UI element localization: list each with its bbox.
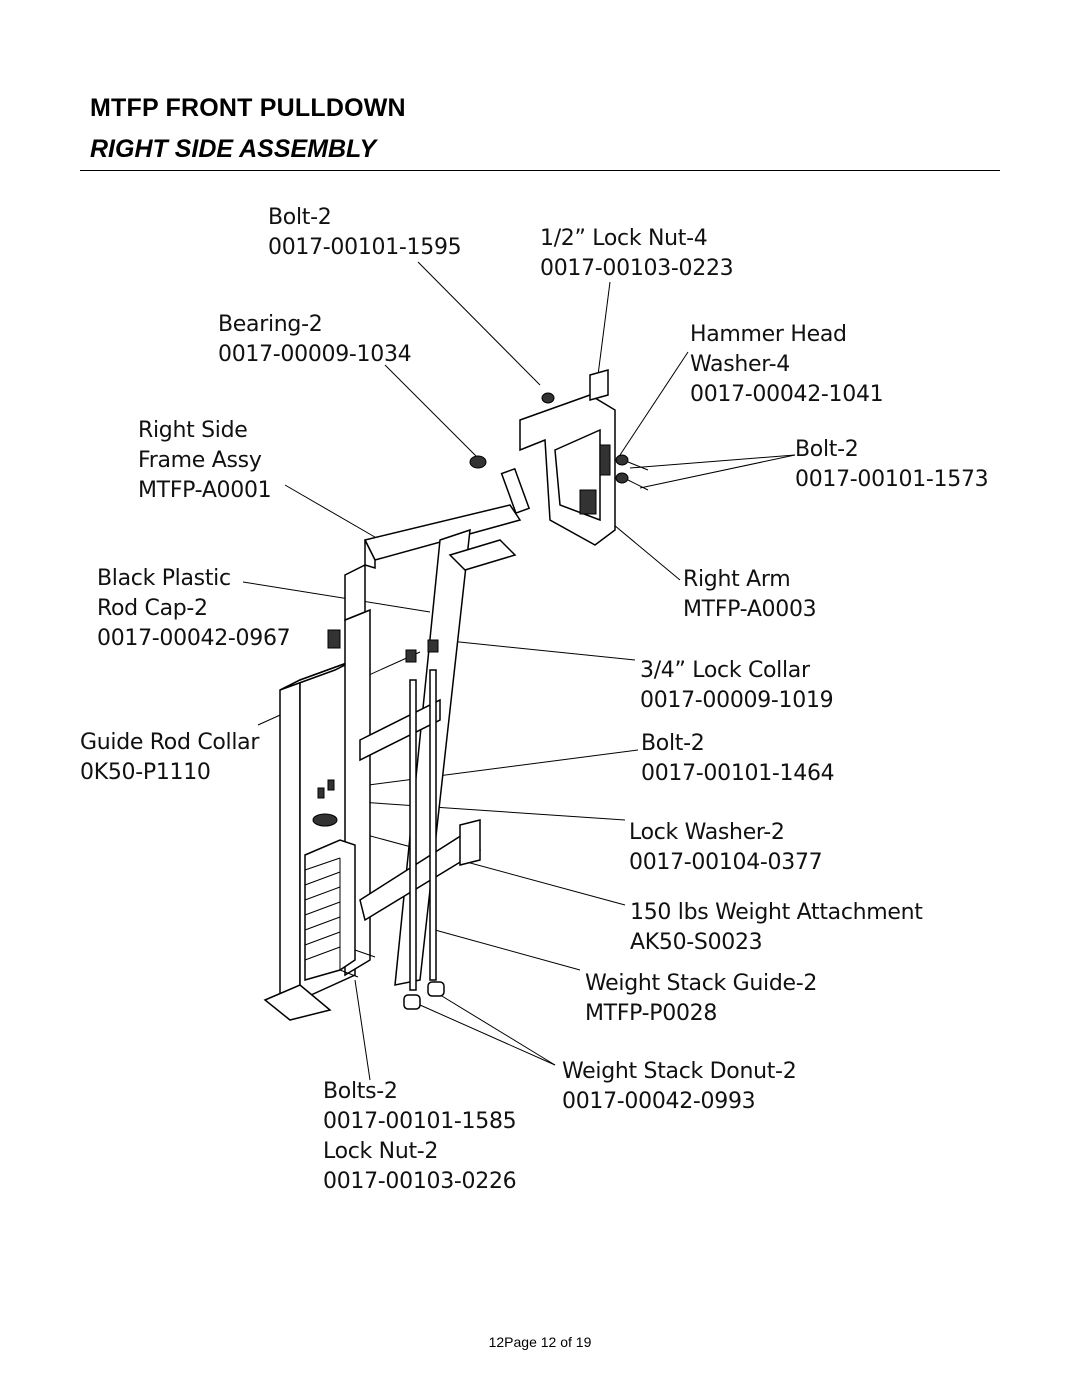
callout-weight-attachment: 150 lbs Weight Attachment AK50-S0023 <box>630 900 923 955</box>
weight-stack <box>304 813 356 981</box>
callout-lock-collar: 3/4” Lock Collar 0017-00009-1019 <box>640 658 834 713</box>
header-rule <box>80 170 1000 171</box>
page-subtitle: RIGHT SIDE ASSEMBLY <box>90 135 377 163</box>
callout-right-arm: Right Arm MTFP-A0003 <box>683 567 817 622</box>
callout-lock-nut: 1/2” Lock Nut-4 0017-00103-0223 <box>540 226 734 281</box>
callout-right-side-frame: Right Side Frame Assy MTFP-A0001 <box>138 418 272 503</box>
callout-bearing: Bearing-2 0017-00009-1034 <box>218 312 412 367</box>
callout-bolt-1573: Bolt-2 0017-00101-1573 <box>795 437 989 492</box>
callout-rod-cap: Black Plastic Rod Cap-2 0017-00042-0967 <box>97 566 291 651</box>
page-title: MTFP FRONT PULLDOWN <box>90 94 406 122</box>
page-footer: 12Page 12 of 19 <box>488 1334 592 1350</box>
guide-rods <box>403 639 445 1010</box>
callout-bolts-lock-nut: Bolts-2 0017-00101-1585 Lock Nut-2 0017-… <box>323 1079 517 1194</box>
callout-guide-rod-collar: Guide Rod Collar 0K50-P1110 <box>80 730 260 785</box>
callout-hammer-head-washer: Hammer Head Washer-4 0017-00042-1041 <box>690 322 884 407</box>
callout-weight-stack-donut: Weight Stack Donut-2 0017-00042-0993 <box>562 1059 797 1114</box>
callout-weight-stack-guide: Weight Stack Guide-2 MTFP-P0028 <box>585 971 818 1026</box>
callout-bolt-1464: Bolt-2 0017-00101-1464 <box>641 731 835 786</box>
leader-lines <box>242 261 796 1081</box>
hardware <box>317 392 649 978</box>
right-arm <box>500 369 616 546</box>
callout-bolt-1595: Bolt-2 0017-00101-1595 <box>268 205 462 260</box>
callout-lock-washer: Lock Washer-2 0017-00104-0377 <box>629 820 823 875</box>
